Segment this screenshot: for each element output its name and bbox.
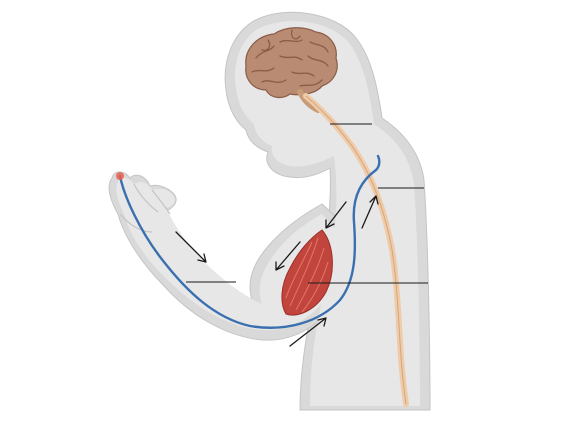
leader-lines	[186, 123, 428, 284]
arrow-motor-down	[325, 201, 347, 229]
sensory-neuron	[118, 154, 381, 329]
receptor	[116, 172, 124, 180]
arrow-upper-arm-up	[289, 317, 327, 347]
brain-shape	[245, 27, 338, 99]
arrow-shoulder-up	[361, 195, 379, 229]
torso-head	[234, 21, 420, 407]
arrow-motor-elbow	[275, 241, 301, 271]
muscle-fibers	[285, 237, 329, 313]
signal-arrows	[175, 195, 379, 347]
brain-folds	[251, 29, 329, 87]
hand-fingers	[119, 183, 171, 233]
arrow-forearm	[175, 231, 207, 263]
biceps-muscle	[281, 229, 333, 316]
spinal-cord-outline	[305, 95, 407, 405]
muscle-belly	[281, 229, 333, 316]
